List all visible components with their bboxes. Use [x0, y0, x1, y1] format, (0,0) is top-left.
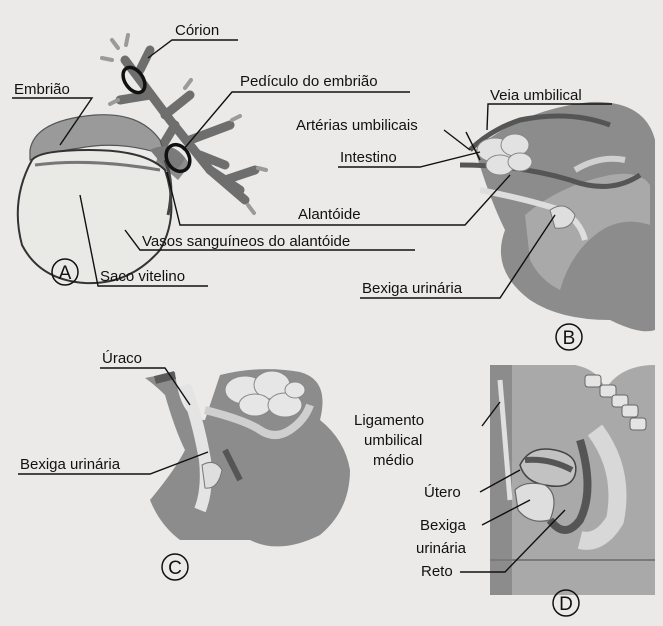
svg-text:B: B [563, 328, 576, 349]
svg-text:A: A [59, 263, 72, 284]
panel-b-drawing [460, 102, 655, 331]
label-arterias-umbilicais: Artérias umbilicais [296, 117, 418, 134]
svg-text:D: D [559, 594, 573, 615]
label-pediculo: Pedículo do embrião [240, 73, 378, 90]
label-uraco: Úraco [102, 350, 142, 367]
label-reto: Reto [421, 563, 453, 580]
label-ligamento-2: umbilical [364, 432, 422, 449]
label-ligamento-3: médio [373, 452, 414, 469]
label-intestino: Intestino [340, 149, 397, 166]
label-saco-vitelino: Saco vitelino [100, 268, 185, 285]
label-embriao: Embrião [14, 81, 70, 98]
label-bexiga-b: Bexiga urinária [362, 280, 463, 297]
label-alantoide: Alantóide [298, 206, 361, 223]
panel-d-marker: D [553, 590, 579, 616]
label-bexiga-d-1: Bexiga [420, 517, 467, 534]
yolk-sac [18, 150, 172, 283]
label-corion: Córion [175, 22, 219, 39]
label-bexiga-c: Bexiga urinária [20, 456, 121, 473]
panel-b-marker: B [556, 324, 582, 350]
label-veia-umbilical: Veia umbilical [490, 87, 582, 104]
label-bexiga-d-2: urinária [416, 540, 467, 557]
label-ligamento-1: Ligamento [354, 412, 424, 429]
label-utero: Útero [424, 484, 461, 501]
panel-c-marker: C [162, 554, 188, 580]
panel-c-drawing [145, 369, 350, 546]
panel-d-drawing [490, 365, 655, 595]
svg-text:C: C [168, 558, 182, 579]
label-vasos-alantoide: Vasos sanguíneos do alantóide [142, 233, 350, 250]
